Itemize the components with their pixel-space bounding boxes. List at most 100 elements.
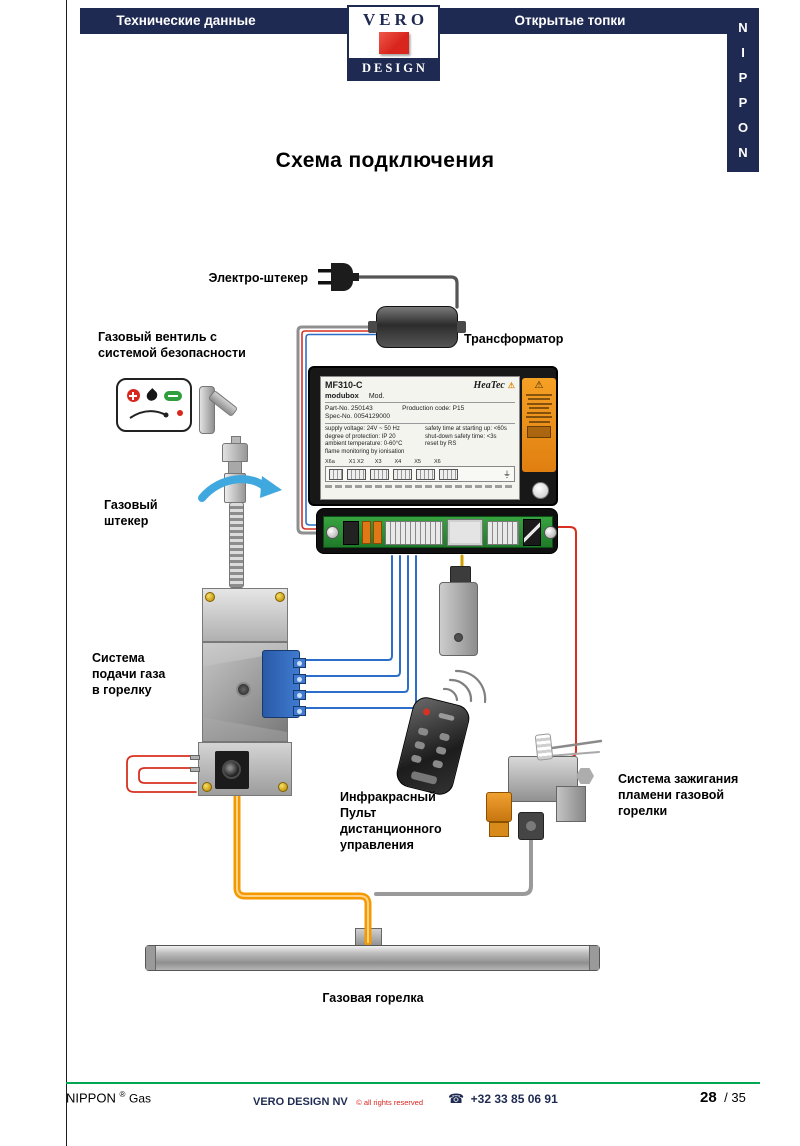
- spec-line: ambient temperature: 0-60°C: [325, 441, 403, 447]
- remote-button: [414, 740, 426, 750]
- model-number: MF310-C: [325, 380, 363, 390]
- flame-sensor: [439, 582, 478, 656]
- production-code: Production code: P15: [402, 405, 465, 412]
- nippon-letter: P: [738, 70, 748, 85]
- label-line: Газовый: [104, 498, 158, 512]
- footer-brand-suffix: Gas: [129, 1091, 152, 1106]
- red-indicator-icon: [126, 389, 140, 402]
- reset-button: [532, 482, 549, 499]
- sticker-inner-box: [527, 425, 551, 438]
- sticker-microtext: [526, 393, 552, 396]
- terminal-label: X1 X2: [348, 459, 364, 465]
- spec-line: degree of protection: IP 20: [325, 433, 396, 440]
- gas-unit-port: [236, 682, 251, 697]
- infrared-remote: [393, 694, 473, 798]
- spec-right-column: safety time at starting up: <60s shut-do…: [425, 426, 517, 456]
- plug-prong: [318, 281, 331, 285]
- footer-brand-name: NIPPON: [66, 1090, 116, 1106]
- terminal-label: X3: [374, 459, 382, 465]
- label-line: Система: [92, 651, 145, 665]
- label-gas-supply: Система подачи газа в горелку: [92, 650, 202, 698]
- spec-line: safety time at starting up: <60s: [425, 426, 507, 432]
- screw-icon: [202, 782, 212, 792]
- spec-line: supply voltage: 24V ~ 50 Hz: [325, 426, 400, 432]
- ground-icon: ⏚: [503, 469, 511, 479]
- gas-valve-safety-card: [116, 378, 192, 432]
- company-name: VERO DESIGN NV: [253, 1096, 348, 1108]
- vero-design-logo: VERO DESIGN: [347, 5, 440, 81]
- wire-blue-2: [304, 555, 401, 677]
- part-numbers: Part-No. 250143 Spec-No. 0054129000: [325, 405, 390, 421]
- label-line: Система зажигания: [618, 772, 739, 786]
- part-number-row: Part-No. 250143 Spec-No. 0054129000 Prod…: [325, 405, 515, 421]
- gas-hose: [229, 502, 244, 588]
- logo-text-design: DESIGN: [349, 58, 438, 79]
- terminal-box: [347, 468, 366, 480]
- blue-terminal-block: [262, 650, 306, 718]
- spec-left-column: supply voltage: 24V ~ 50 Hz degree of pr…: [325, 426, 417, 456]
- gas-supply-unit: [190, 586, 308, 800]
- spec-line: shut-down safety time: <3s: [425, 433, 497, 440]
- plug-prong: [318, 269, 331, 273]
- wire-lug: [190, 767, 200, 772]
- terminal-box: [439, 468, 458, 480]
- valve-lever-icon: [128, 410, 168, 419]
- label-ignition: Система зажигания пламени газовой горелк…: [618, 771, 783, 819]
- screw-icon: [275, 592, 285, 602]
- blue-terminal: [293, 658, 306, 668]
- electric-plug-icon: [318, 263, 359, 291]
- control-box-header-row: MF310-C HeaTec⚠: [325, 380, 515, 391]
- transformer-box: [368, 306, 466, 348]
- label-gas-valve: Газовый вентиль с системой безопасности: [98, 329, 283, 361]
- label-line: системой безопасности: [98, 346, 246, 360]
- ignition-transformer-box: [215, 751, 249, 789]
- ir-signal-arc-3: [454, 669, 487, 704]
- ir-signal-arc-2: [448, 678, 473, 703]
- label-line: Газовый вентиль с: [98, 330, 217, 344]
- label-transformer: Трансформатор: [464, 332, 564, 346]
- nippon-letter: P: [738, 95, 748, 110]
- remote-button: [410, 770, 438, 785]
- blue-terminal: [293, 706, 306, 716]
- terminal-box: [370, 468, 389, 480]
- label-gas-plug: Газовый штекер: [104, 497, 194, 529]
- remote-button: [438, 712, 455, 722]
- divider: [325, 423, 515, 424]
- ignition-transformer-eye: [222, 760, 241, 779]
- wire-power-cable: [354, 275, 459, 309]
- ignition-bracket: [556, 786, 586, 822]
- series-name: modubox: [325, 391, 359, 400]
- wire-red-main: [550, 526, 577, 758]
- wire-red-loop-b: [138, 767, 197, 784]
- strip-pin-block-1: [385, 521, 443, 545]
- rights-text: © all rights reserved: [356, 1098, 424, 1107]
- label-line: Инфракрасный: [340, 790, 436, 804]
- remote-button: [410, 754, 423, 764]
- wire-blue-1: [304, 555, 393, 661]
- nippon-letter: I: [741, 45, 745, 60]
- strip-pin-block-2: [447, 519, 483, 546]
- gas-unit-top-block: [202, 588, 288, 642]
- terminal-diagram: X6a X1 X2 X3 X4 X5 X6 ⏚: [325, 459, 515, 482]
- ir-signal-arc-1: [442, 687, 459, 702]
- label-line: управления: [340, 838, 414, 852]
- phone-number: +32 33 85 06 91: [470, 1092, 558, 1106]
- ignition-electrode-rod-1: [550, 739, 603, 750]
- page-number: 28: [700, 1089, 717, 1106]
- manufacturer-microtext: [325, 485, 515, 488]
- ignition-ceramic-electrode: [534, 733, 554, 761]
- spec-line: flame monitoring by ionisation: [325, 448, 405, 455]
- rotate-arrow-icon: [198, 475, 282, 502]
- sticker-microtext: [528, 398, 550, 400]
- brand-text: HeaTec: [473, 380, 505, 391]
- strip-black-connector: [343, 521, 359, 545]
- terminal-labels: X6a X1 X2 X3 X4 X5 X6: [325, 459, 515, 465]
- header-left-title: Технические данные: [116, 13, 256, 28]
- reset-dot-icon: [176, 410, 183, 416]
- terminal-boxes: ⏚: [325, 466, 515, 482]
- nippon-letter: N: [738, 20, 748, 35]
- page-title: Схема подключения: [275, 149, 495, 172]
- ignition-cable-connector: [518, 812, 544, 840]
- label-burner: Газовая горелка: [322, 991, 424, 1005]
